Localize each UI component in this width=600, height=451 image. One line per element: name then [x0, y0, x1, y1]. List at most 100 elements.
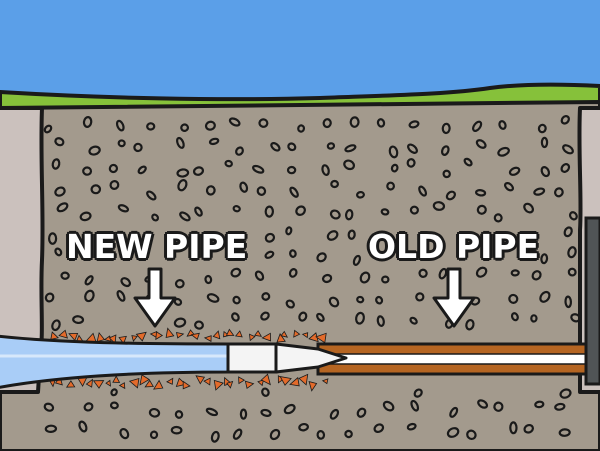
pebble [328, 296, 340, 308]
pebble [418, 185, 428, 197]
pebble [465, 318, 475, 331]
pebble [475, 189, 487, 197]
pebble [51, 319, 61, 332]
pebble [570, 313, 581, 323]
pipe-fragment [203, 335, 212, 343]
pipe-fragment [289, 376, 300, 387]
pebble [43, 402, 55, 412]
pebble [110, 388, 118, 397]
pipe-fragment [58, 329, 68, 339]
pebble [510, 312, 519, 322]
pebble [133, 142, 143, 153]
pipe-fragment [261, 332, 272, 342]
pebble [540, 136, 549, 149]
pipe-fragment [108, 334, 117, 345]
pebble [258, 118, 269, 128]
pebble [347, 229, 356, 240]
pebble [205, 185, 216, 196]
pipe-fragment [280, 330, 289, 338]
pipe-fragments [47, 327, 329, 392]
pebble [173, 317, 187, 328]
pebble [239, 408, 248, 420]
pebble [232, 295, 241, 305]
pebble [44, 424, 58, 434]
pipe-fragment [50, 331, 60, 340]
pebble [260, 408, 272, 417]
pebble [235, 146, 244, 156]
pebble [567, 246, 577, 259]
pebble [510, 269, 520, 277]
pebble [88, 145, 101, 156]
pebble [84, 289, 95, 303]
pebble [295, 205, 306, 216]
pebble [475, 266, 488, 278]
pebble [446, 427, 460, 438]
pebble [413, 388, 423, 398]
pebble [287, 142, 297, 152]
pipe-fragment [118, 382, 126, 390]
pebble [146, 190, 157, 201]
pebble [344, 209, 354, 221]
pebble [533, 187, 546, 196]
pipe-fragment [85, 378, 93, 388]
pulling-rod [584, 216, 600, 386]
pebble [176, 168, 190, 178]
bursting-head [226, 342, 348, 374]
pebble [208, 137, 220, 146]
pipe-fragment [153, 379, 164, 390]
pebble [564, 295, 573, 309]
pipe-fragment [195, 375, 206, 385]
pebble [194, 206, 203, 217]
pebble [137, 165, 147, 175]
pebble [382, 400, 395, 412]
pebble [261, 292, 271, 301]
pebble [438, 267, 448, 280]
pipe-fragment [112, 375, 121, 383]
pebble [355, 311, 365, 325]
pebble [264, 205, 275, 218]
pebble [562, 144, 574, 155]
pebble [415, 292, 425, 302]
pebble [356, 295, 365, 304]
pipe-fragment [68, 332, 79, 342]
pebble [170, 425, 183, 435]
pebble [476, 204, 487, 215]
pebble [269, 428, 281, 441]
pipe-fragment [165, 327, 175, 339]
pipe-fragment [260, 373, 271, 386]
pebble [322, 118, 332, 129]
pebble [390, 163, 399, 173]
pebble [326, 142, 336, 150]
pebble [554, 402, 566, 411]
pebble [418, 268, 428, 278]
pipe-fragment [301, 332, 309, 339]
pebble [559, 388, 572, 399]
pebble [51, 158, 61, 170]
pebble [205, 407, 219, 417]
pebble [116, 290, 126, 302]
pipe-fragment [298, 373, 309, 386]
pebble [117, 139, 126, 148]
pipe-fragment [234, 330, 243, 338]
pebble [523, 423, 534, 434]
pebble [256, 186, 267, 196]
pebble [297, 124, 306, 133]
pebble [230, 267, 242, 278]
pipe-fragment [105, 379, 111, 387]
pipe-fragment [139, 374, 150, 386]
pebble [260, 311, 270, 321]
pipe-fragment [128, 377, 140, 389]
pebble [523, 202, 534, 214]
pipe-fragment [65, 380, 76, 388]
pebble [78, 420, 88, 433]
pipe-fragment [249, 333, 256, 342]
pebble [194, 320, 204, 330]
pebble [149, 430, 159, 440]
pipe-fragment [155, 331, 164, 341]
pipe-fragment [135, 331, 147, 342]
pebble [82, 116, 93, 128]
pebble [563, 226, 573, 238]
pebble [174, 278, 185, 289]
pipe-fragment [96, 332, 106, 343]
pebble [475, 139, 487, 149]
